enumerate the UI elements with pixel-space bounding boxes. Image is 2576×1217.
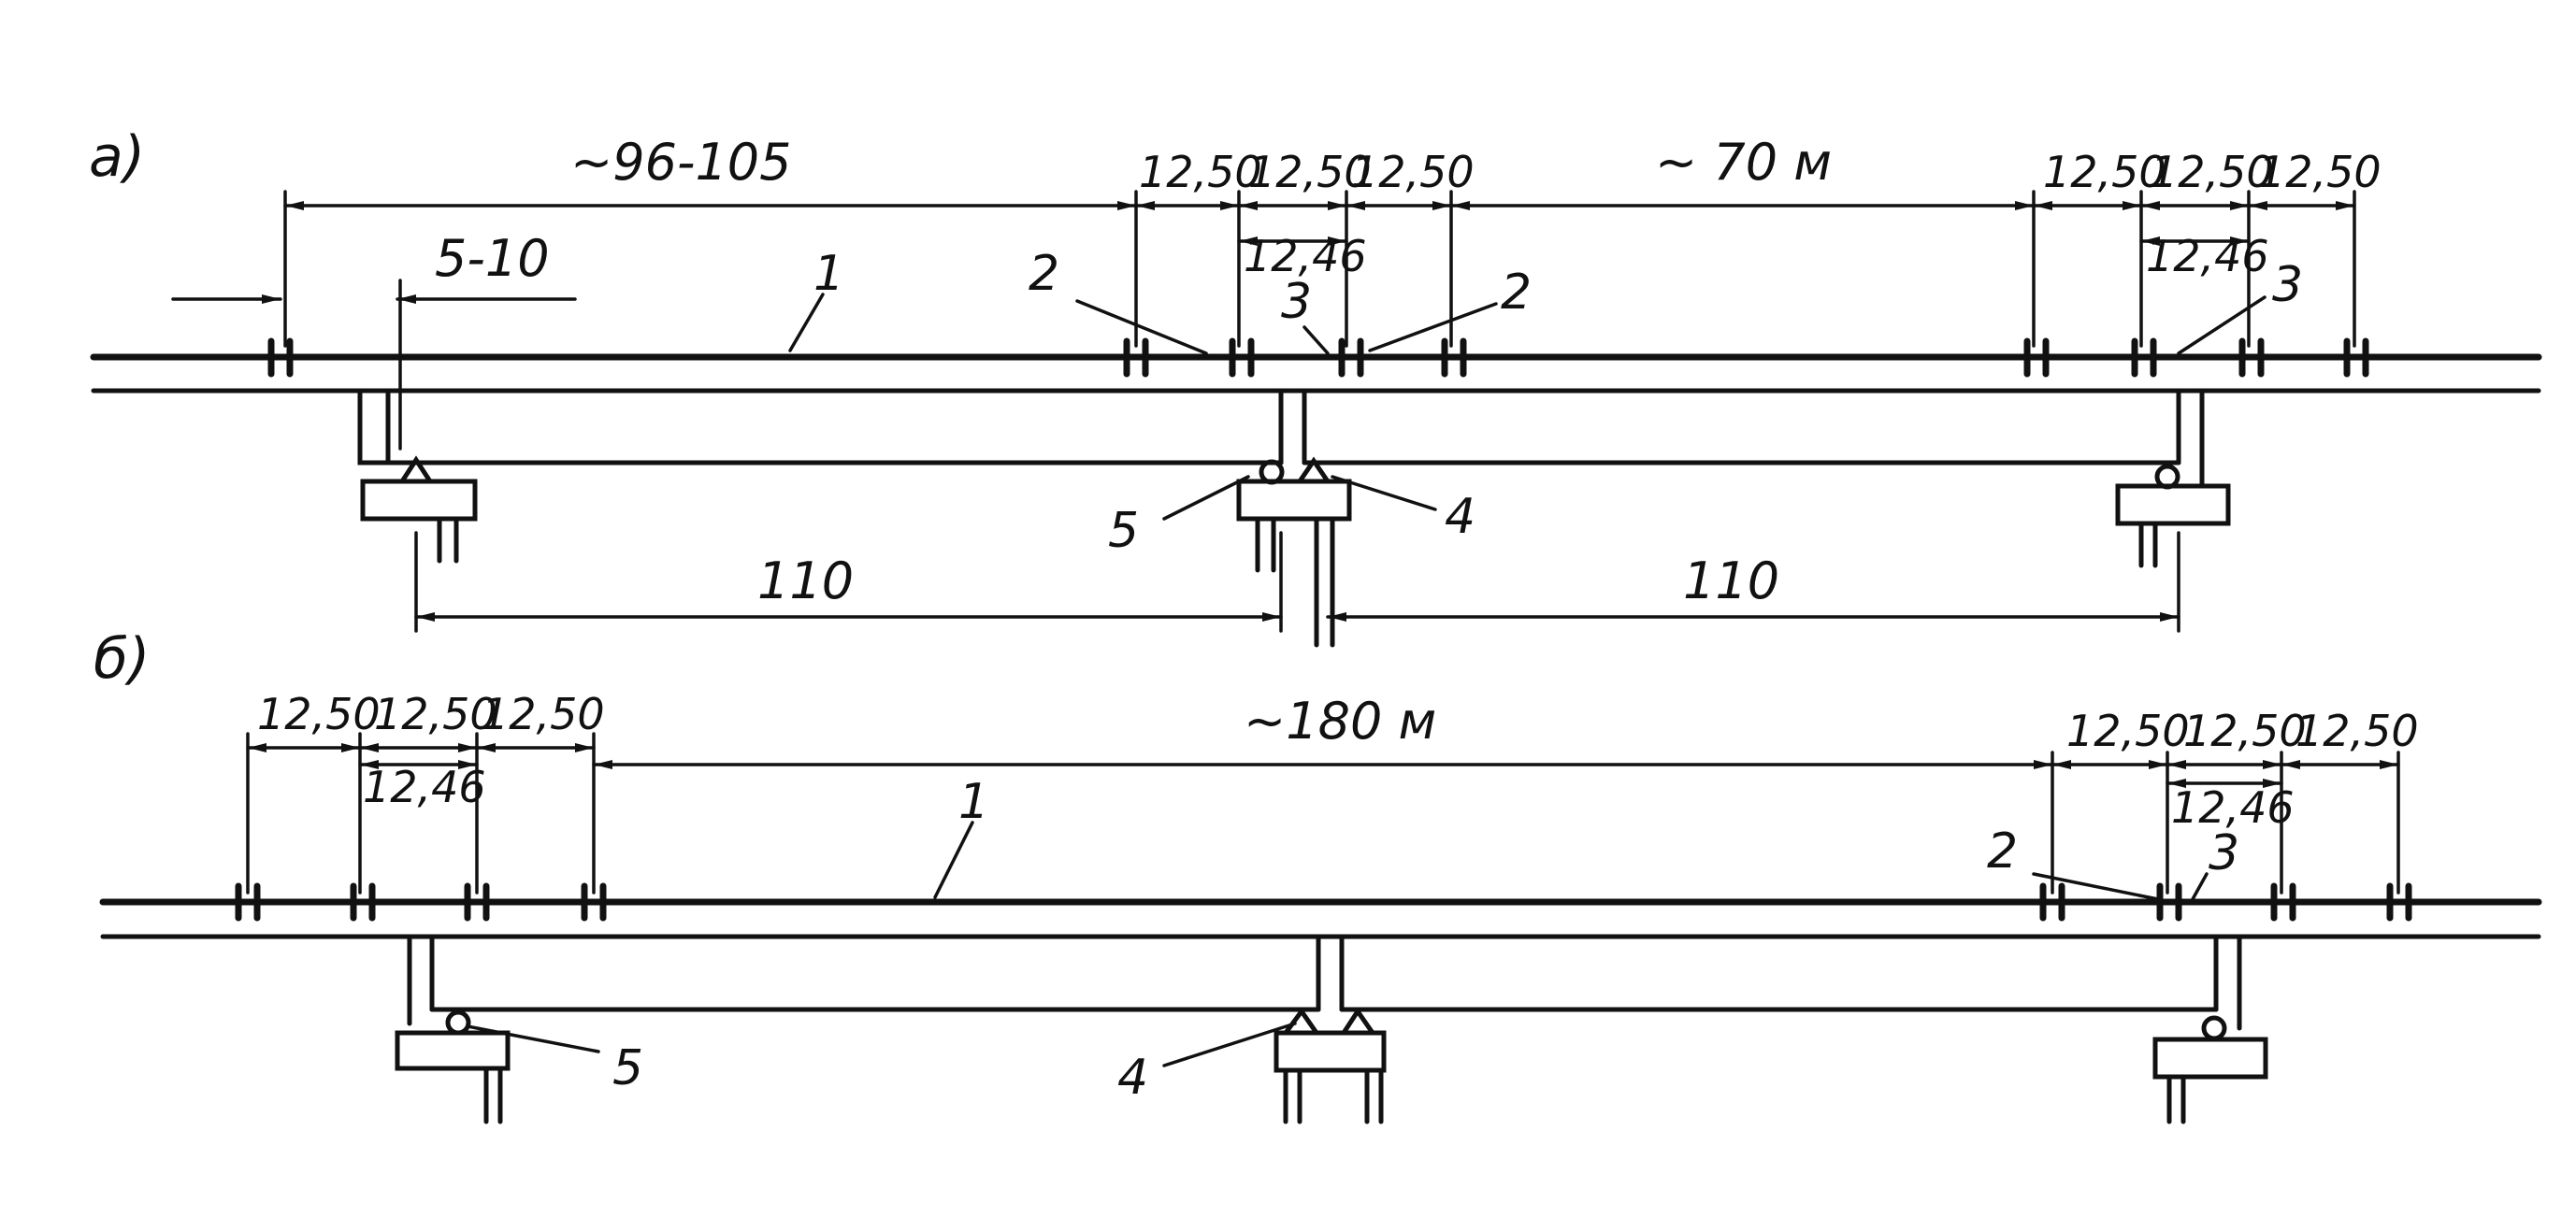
dim-b-r2: 12,50: [2183, 706, 2307, 756]
callout-1-b: 1: [958, 774, 989, 830]
leader-b-3: [2191, 872, 2209, 901]
dim-b-span: ~180 м: [1244, 692, 1436, 751]
dim-r2: 12,50: [2151, 147, 2274, 197]
dim-r1: 12,50: [2043, 147, 2166, 197]
leader-4a: [1331, 475, 1437, 511]
callout-3-a-right: 3: [2272, 257, 2303, 313]
pier-middle: [1236, 456, 1352, 648]
dim-offset: 5-10: [435, 229, 550, 288]
pier-right: [2115, 464, 2231, 568]
callout-5-a: 5: [1108, 503, 1139, 559]
leader-b-5: [466, 1024, 600, 1053]
leader-b-1: [933, 821, 974, 899]
leader-3a: [1302, 325, 1330, 355]
callout-2-a-right: 2: [1501, 265, 1532, 321]
panel-b-label: б): [94, 626, 150, 692]
girder-b-span-1: [407, 934, 1345, 1026]
dim-b-r-mid: 12,46: [2171, 782, 2295, 833]
dim-b-l3: 12,50: [482, 689, 605, 739]
leader-2a: [1075, 299, 1208, 355]
leader-b-4: [1162, 1022, 1297, 1067]
pier-left: [360, 455, 478, 564]
panel-a: а) ~96-105 12,50 12,50 12,50 12,46 ~ 70 …: [89, 124, 2542, 648]
rail-joints-b: [235, 882, 2412, 922]
girder-span-1: [357, 388, 1307, 465]
dim-d1: 12,50: [1139, 147, 1262, 197]
leader-5a: [1162, 475, 1250, 521]
dim-b-r1: 12,50: [2066, 706, 2190, 756]
dim-span-right: ~ 70 м: [1655, 133, 1832, 192]
girder-b-span-2: [1339, 934, 2242, 1031]
dim-b-l2: 12,50: [374, 689, 497, 739]
girder-span-2: [1302, 388, 2205, 489]
pier-b-left: [395, 1009, 511, 1124]
pier-b-middle: [1274, 1007, 1387, 1124]
callout-3-a-left: 3: [1281, 274, 1312, 330]
dim-r3: 12,50: [2258, 147, 2382, 197]
dim-b-l1: 12,50: [257, 689, 381, 739]
callout-1-a: 1: [813, 246, 844, 302]
callout-4-b: 4: [1117, 1050, 1148, 1106]
leader-2b: [1368, 302, 1498, 352]
leader-3b: [2177, 295, 2267, 355]
panel-a-label: а): [89, 124, 145, 190]
callout-4-a: 4: [1445, 489, 1475, 545]
dim-b-l-mid: 12,46: [363, 762, 486, 812]
rail-joints: [267, 337, 2369, 378]
leader-b-2: [2032, 872, 2160, 901]
dim-r-mid: 12,46: [2146, 231, 2269, 281]
dim-b-r3: 12,50: [2295, 706, 2419, 756]
callout-5-b: 5: [612, 1040, 643, 1096]
dim-d3: 12,50: [1351, 147, 1475, 197]
dim-bottom-left: 110: [757, 551, 854, 610]
pier-b-right: [2152, 1015, 2268, 1124]
panel-b: б) 12,50 12,50 12,50 12,46 ~180 м 12,50 …: [94, 626, 2542, 1124]
callout-2-a-left: 2: [1029, 246, 1059, 302]
leader-1: [788, 293, 825, 352]
dim-span-left: ~96-105: [570, 133, 792, 192]
callout-3-b: 3: [2209, 825, 2239, 881]
callout-2-b: 2: [1987, 823, 2018, 880]
dim-bottom-right: 110: [1683, 551, 1779, 610]
dim-d2: 12,50: [1248, 147, 1372, 197]
